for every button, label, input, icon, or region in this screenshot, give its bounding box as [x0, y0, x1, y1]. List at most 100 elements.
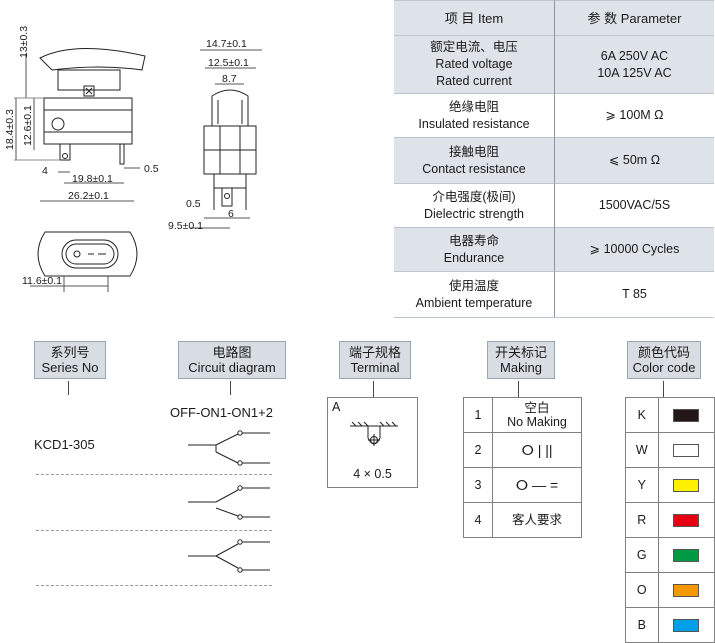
color-swatch — [673, 619, 700, 633]
dim-label: 9.5±0.1 — [168, 220, 203, 232]
row-divider — [36, 474, 272, 475]
spec-item-en: Endurance — [443, 250, 505, 265]
terminal-header-en: Terminal — [350, 360, 400, 375]
spec-value: 6A 250V AC — [600, 48, 669, 63]
making-row: 4 客人要求 — [463, 502, 582, 538]
color-letter: R — [625, 502, 659, 538]
making-num: 2 — [463, 432, 493, 468]
spec-row: 介电强度(极间) Dielectric strength 1500VAC/5S — [394, 183, 714, 228]
dim-label: 19.8±0.1 — [72, 173, 113, 185]
color-swatch — [673, 444, 700, 458]
spec-header-item: 项 目 Item — [394, 0, 555, 36]
spec-item-cn: 额定电流、电压 — [430, 40, 518, 54]
row-divider — [36, 585, 272, 586]
connector — [230, 381, 231, 395]
spec-item-en: Dielectric strength — [423, 206, 525, 221]
circuit-header-cn: 电路图 — [212, 345, 252, 360]
dim-label: 13±0.3 — [18, 25, 30, 58]
spec-value: 1500VAC/5S — [554, 183, 714, 228]
spec-header-row: 项 目 Item 参 数 Parameter — [394, 0, 714, 36]
dim-label: 12.6±0.1 — [22, 105, 34, 146]
spec-row: 额定电流、电压 Rated voltage Rated current 6A 2… — [394, 35, 714, 94]
terminal-size: 4 × 0.5 — [353, 467, 392, 481]
connector — [68, 381, 69, 395]
color-row: R — [625, 502, 715, 538]
spec-item-en: Rated voltage — [435, 57, 513, 71]
making-table: 1 空白 No Making 2 ⵔ | || 3 ⵔ — = 4 客人要求 — [463, 397, 582, 538]
spec-row: 绝缘电阻 Insulated resistance ⩾ 100M Ω — [394, 93, 714, 138]
making-symbol: ⵔ | || — [492, 432, 582, 468]
connector — [663, 381, 664, 397]
color-letter: W — [625, 432, 659, 468]
color-swatch — [673, 514, 700, 528]
making-symbol: ⵔ — = — [492, 467, 582, 503]
terminal-icon — [350, 421, 398, 446]
making-text-en: No Making — [507, 415, 567, 429]
spec-item-cn: 电器寿命 — [448, 233, 499, 248]
color-letter: Y — [625, 467, 659, 503]
spec-item-cn: 使用温度 — [448, 278, 499, 293]
terminal-header-cn: 端子规格 — [348, 345, 401, 360]
color-swatch — [673, 549, 700, 563]
color-row: W — [625, 432, 715, 468]
color-row: G — [625, 537, 715, 573]
spec-header-param: 参 数 Parameter — [554, 0, 714, 36]
color-row: K — [625, 397, 715, 433]
spec-row: 接触电阻 Contact resistance ⩽ 50m Ω — [394, 137, 714, 184]
color-letter: K — [625, 397, 659, 433]
spec-item-cn: 接触电阻 — [448, 144, 499, 159]
spec-row: 电器寿命 Endurance ⩾ 10000 Cycles — [394, 227, 714, 272]
making-num: 3 — [463, 467, 493, 503]
spec-item-en: Contact resistance — [422, 161, 526, 176]
making-num: 4 — [463, 502, 493, 538]
terminal-header: 端子规格 Terminal — [339, 341, 411, 379]
color-swatch — [673, 479, 700, 493]
row-divider — [36, 530, 272, 531]
dim-label: 14.7±0.1 — [206, 38, 247, 50]
making-text-cn: 客人要求 — [492, 502, 582, 538]
terminal-letter: A — [332, 400, 341, 414]
connector — [373, 381, 374, 397]
dim-label: 6 — [228, 208, 234, 220]
spec-item-en: Rated current — [436, 74, 512, 88]
color-header-en: Color code — [632, 360, 696, 375]
color-swatch — [673, 409, 700, 423]
circuit-header-en: Circuit diagram — [188, 360, 276, 375]
making-header-cn: 开关标记 — [494, 345, 547, 360]
spec-item-en: Insulated resistance — [418, 116, 530, 131]
spec-value: ⩾ 10000 Cycles — [554, 227, 714, 272]
making-header-en: Making — [500, 360, 542, 375]
color-row: Y — [625, 467, 715, 503]
connector — [518, 381, 519, 397]
spec-value: 10A 125V AC — [597, 65, 672, 80]
spec-item-cn: 介电强度(极间) — [432, 189, 516, 204]
spec-item-en: Ambient temperature — [415, 295, 533, 310]
spec-value: T 85 — [554, 271, 714, 318]
color-header: 颜色代码 Color code — [627, 341, 701, 379]
spec-value: ⩾ 100M Ω — [554, 93, 714, 138]
dim-label: 12.5±0.1 — [208, 57, 249, 69]
spec-value: ⩽ 50m Ω — [554, 137, 714, 184]
making-row: 1 空白 No Making — [463, 397, 582, 433]
circuit-header: 电路图 Circuit diagram — [178, 341, 286, 379]
series-header-en: Series No — [41, 360, 99, 375]
series-value: KCD1-305 — [34, 437, 95, 452]
dim-label: 0.5 — [144, 163, 159, 175]
making-row: 3 ⵔ — = — [463, 467, 582, 503]
circuit-value: OFF-ON1-ON1+2 — [170, 405, 273, 420]
dim-label: 0.5 — [186, 198, 201, 210]
color-letter: B — [625, 607, 659, 643]
making-header: 开关标记 Making — [487, 341, 555, 379]
series-header: 系列号 Series No — [34, 341, 106, 379]
technical-drawing — [14, 47, 262, 292]
making-row: 2 ⵔ | || — [463, 432, 582, 468]
dim-label: 11.6±0.1 — [22, 275, 63, 287]
making-num: 1 — [463, 397, 493, 433]
color-letter: G — [625, 537, 659, 573]
dim-label: 18.4±0.3 — [4, 109, 16, 150]
color-letter: O — [625, 572, 659, 608]
color-swatch — [673, 584, 700, 598]
series-header-cn: 系列号 — [50, 345, 90, 360]
spec-row: 使用温度 Ambient temperature T 85 — [394, 271, 714, 318]
